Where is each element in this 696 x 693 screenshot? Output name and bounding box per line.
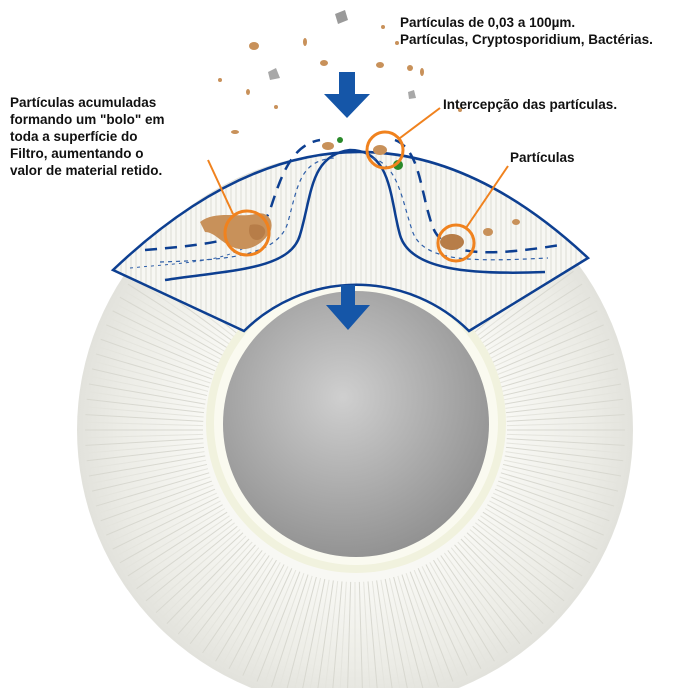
- label-accumulated-line-1: Partículas acumuladas: [10, 94, 165, 111]
- label-accumulated-line-5: valor de material retido.: [10, 162, 165, 179]
- arrow-down-icon: [324, 72, 370, 118]
- label-particles: Partículas: [510, 149, 575, 166]
- label-interception-line-1: Intercepção das partículas.: [443, 96, 617, 113]
- label-accumulated-line-2: formando um "bolo" em: [10, 111, 165, 128]
- label-particle-sizes-line-2: Partículas, Cryptosporidium, Bactérias.: [400, 31, 653, 48]
- label-particles-line-1: Partículas: [510, 149, 575, 166]
- label-accumulated-particles: Partículas acumuladas formando um "bolo"…: [10, 94, 165, 179]
- label-accumulated-line-3: toda a superfície do: [10, 128, 165, 145]
- filter-core: [223, 291, 489, 557]
- label-interception: Intercepção das partículas.: [443, 96, 617, 113]
- label-accumulated-line-4: Filtro, aumentando o: [10, 145, 165, 162]
- callout-line-interception: [400, 108, 440, 138]
- label-particle-sizes-line-1: Partículas de 0,03 a 100µm.: [400, 14, 653, 31]
- label-particle-sizes: Partículas de 0,03 a 100µm. Partículas, …: [400, 14, 653, 48]
